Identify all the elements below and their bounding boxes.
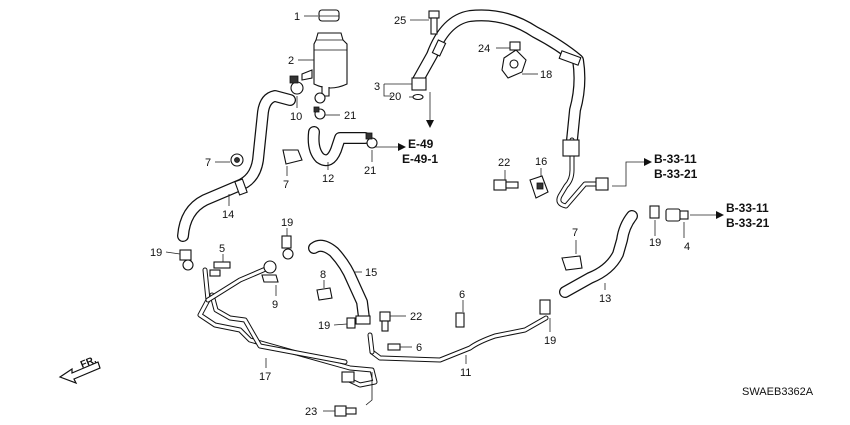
callout-19-right: 19 [649, 237, 661, 249]
clamp-10 [289, 75, 304, 95]
reservoir-cap [318, 9, 340, 22]
ref-b3321-upper: B-33-21 [654, 167, 698, 181]
pipe-17 [197, 265, 378, 406]
callout-2: 2 [288, 55, 294, 67]
callout-19-left: 19 [150, 247, 162, 259]
callout-25: 25 [394, 15, 406, 27]
ref-e49-1: E-49-1 [402, 152, 438, 166]
bolt-25 [428, 10, 440, 35]
callout-22-upper: 22 [498, 157, 510, 169]
o-ring-20 [412, 93, 424, 101]
joint-reservoir-outlet [314, 92, 326, 104]
callout-19-hose15: 19 [281, 217, 293, 229]
callout-4: 4 [684, 241, 690, 253]
callout-7-mid: 7 [283, 179, 289, 191]
callout-21-lower: 21 [364, 165, 376, 177]
callout-9: 9 [272, 299, 278, 311]
front-arrow-icon [58, 361, 101, 385]
clamp-7-right [561, 255, 583, 271]
callout-22-lower: 22 [410, 311, 422, 323]
pipe-11 [367, 315, 549, 363]
return-hose-14 [177, 90, 296, 242]
callout-1: 1 [294, 11, 300, 23]
pressure-hose-upper [411, 9, 609, 209]
ref-e49: E-49 [408, 137, 434, 151]
callout-18: 18 [540, 69, 552, 81]
callout-16: 16 [535, 156, 547, 168]
callout-19-pipe-right: 19 [544, 335, 556, 347]
callout-23: 23 [305, 406, 317, 418]
ref-b3311-upper: B-33-11 [654, 152, 697, 166]
callout-13: 13 [599, 293, 611, 305]
callout-20: 20 [389, 91, 401, 103]
clamp-19-right [649, 205, 660, 219]
callout-21-upper: 21 [344, 110, 356, 122]
fitting-9 [261, 260, 279, 283]
callout-3: 3 [374, 81, 380, 93]
bolt-22-upper [493, 179, 519, 191]
bracket-18 [501, 49, 527, 79]
clamp-7-mid [282, 149, 303, 165]
callout-7-left: 7 [205, 157, 211, 169]
callout-12: 12 [322, 173, 334, 185]
diagram-code: SWAEB3362A [742, 386, 814, 398]
hose-13 [559, 210, 638, 298]
callout-8: 8 [320, 269, 326, 281]
clamp-8 [316, 287, 333, 301]
clamp-21-lower [365, 132, 378, 149]
callout-14: 14 [222, 209, 234, 221]
reservoir-tank [301, 32, 348, 97]
sensor-16 [529, 175, 549, 199]
callout-19-pipe: 19 [318, 320, 330, 332]
bolt-5 [209, 261, 231, 277]
bolt-23 [334, 405, 357, 417]
callout-5: 5 [219, 243, 225, 255]
bolt-22-lower [379, 311, 391, 332]
bolt-24 [509, 41, 521, 51]
hose-15 [308, 239, 371, 325]
clamp-19-hose15 [281, 235, 294, 260]
callout-10: 10 [290, 111, 302, 123]
clamp-19-left [179, 249, 194, 271]
clamp-19-pipe [346, 317, 356, 329]
callout-17: 17 [259, 371, 271, 383]
ref-b3321-lower: B-33-21 [726, 216, 770, 230]
clamp-7-left [230, 153, 244, 167]
callout-6-center: 6 [459, 289, 465, 301]
callout-15: 15 [365, 267, 377, 279]
clamp-19-pipe-right [539, 299, 551, 315]
bolt-6-lower [387, 343, 401, 351]
hose-12 [307, 126, 371, 167]
callout-7-right: 7 [572, 227, 578, 239]
fitting-4 [665, 208, 689, 222]
callout-6-lower: 6 [416, 342, 422, 354]
ref-b3311-lower: B-33-11 [726, 201, 769, 215]
bolt-6-center [455, 312, 465, 328]
clamp-21-upper [313, 106, 326, 120]
callout-11: 11 [460, 367, 471, 379]
callout-24: 24 [478, 43, 490, 55]
